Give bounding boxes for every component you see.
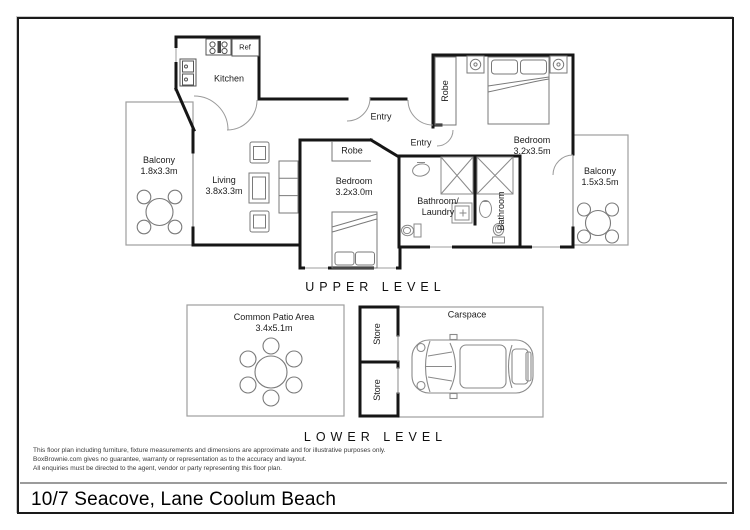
toilet-icon (413, 223, 422, 238)
basin-icon (412, 163, 430, 177)
living-furniture (248, 141, 299, 233)
robe-main-label: Robe (440, 80, 450, 102)
chair-icon (136, 219, 152, 235)
disclaimer-line: This floor plan including furniture, fix… (33, 447, 386, 454)
shower-icon (476, 156, 514, 195)
shower-icon (440, 156, 474, 195)
upper-level-title: UPPER LEVEL (305, 280, 446, 294)
lower-level-title: LOWER LEVEL (303, 430, 448, 444)
toilet-icon (492, 223, 505, 236)
living-label: Living 3.8x3.3m (205, 175, 243, 196)
disclaimer-text: This floor plan including furniture, fix… (33, 446, 386, 474)
bathroom-label: Bathroom (496, 191, 506, 231)
door-arcs (193, 95, 574, 176)
bathroom-laundry-label: Bathroom/ Laundry (417, 196, 459, 217)
round-table-icon (254, 355, 288, 389)
balcony-right-label: Balcony 1.5x3.5m (581, 166, 619, 187)
balcony-left-table (136, 189, 183, 235)
washing-machine-icon (451, 202, 473, 224)
chair-icon (285, 350, 303, 368)
chair-icon (262, 389, 280, 407)
round-table-icon (584, 209, 612, 237)
chair-icon (239, 376, 257, 394)
car-mirror (449, 333, 458, 341)
balcony-right-table (576, 202, 620, 244)
robe-main-box (434, 56, 457, 126)
armchair-icon (249, 141, 270, 164)
kitchen-label: Kitchen (213, 73, 245, 84)
store-top-label: Store (372, 323, 382, 345)
balcony-right-outline (572, 134, 629, 246)
chair-icon (604, 229, 620, 244)
disclaimer-line: All enquiries must be directed to the ag… (33, 465, 282, 473)
chair-icon (285, 376, 303, 394)
carspace-label: Carspace (447, 309, 487, 320)
chair-icon (576, 229, 592, 244)
robe-small-box (331, 141, 371, 162)
window-gaps (173, 48, 560, 271)
chair-icon (239, 350, 257, 368)
chair-icon (576, 202, 592, 217)
lamp-icon (552, 58, 565, 71)
robe-boxes (331, 56, 457, 162)
sofa-icon (248, 172, 270, 204)
footer-divider (20, 482, 727, 484)
car-mirror (449, 392, 458, 400)
chair-icon (604, 202, 620, 217)
entry-inner-label: Entry (410, 137, 432, 148)
robe-small-label: Robe (341, 145, 363, 156)
bedroom-small-furniture (331, 211, 378, 269)
address-title: 10/7 Seacove, Lane Coolum Beach (31, 489, 337, 510)
round-table-icon (145, 197, 174, 227)
chair-icon (136, 189, 152, 205)
chair-icon (167, 189, 183, 205)
armchair-icon (249, 210, 270, 233)
entry-top-label: Entry (370, 111, 392, 122)
patio-table (239, 337, 303, 407)
walls-lower-level (358, 305, 400, 418)
chair-icon (262, 337, 280, 355)
bedroom-main-label: Bedroom 3.2x3.5m (513, 135, 551, 156)
carspace-outline (397, 306, 544, 418)
kitchen-fixtures (179, 38, 260, 87)
pillow-icon (491, 59, 518, 75)
disclaimer-line: BoxBrownie.com gives no guarantee, warra… (33, 456, 307, 464)
patio-label: Common Patio Area 3.4x5.1m (233, 312, 315, 333)
patio-outline (186, 304, 345, 417)
nightstand-icon (549, 55, 568, 74)
refrigerator-label: Ref (239, 42, 251, 52)
double-bed-icon (331, 211, 378, 269)
balcony-left-label: Balcony 1.8x3.3m (140, 155, 178, 176)
walls-upper-level (174, 35, 575, 270)
car-icon (411, 333, 534, 400)
nightstand-icon (466, 55, 485, 74)
chair-icon (167, 219, 183, 235)
bedroom-small-label: Bedroom 3.2x3.0m (335, 176, 373, 197)
bedroom-main-furniture (466, 55, 568, 125)
basin-icon (479, 200, 492, 218)
pillow-icon (334, 251, 355, 266)
double-bed-icon (487, 56, 550, 125)
store-bottom-label: Store (372, 379, 382, 401)
shelf-icon (278, 160, 299, 214)
refrigerator-icon (231, 38, 260, 57)
bathroom-fixtures (401, 156, 514, 244)
lamp-icon (469, 58, 482, 71)
sliding-door-lines (192, 152, 574, 228)
pillow-icon (520, 59, 547, 75)
pillow-icon (355, 251, 375, 266)
